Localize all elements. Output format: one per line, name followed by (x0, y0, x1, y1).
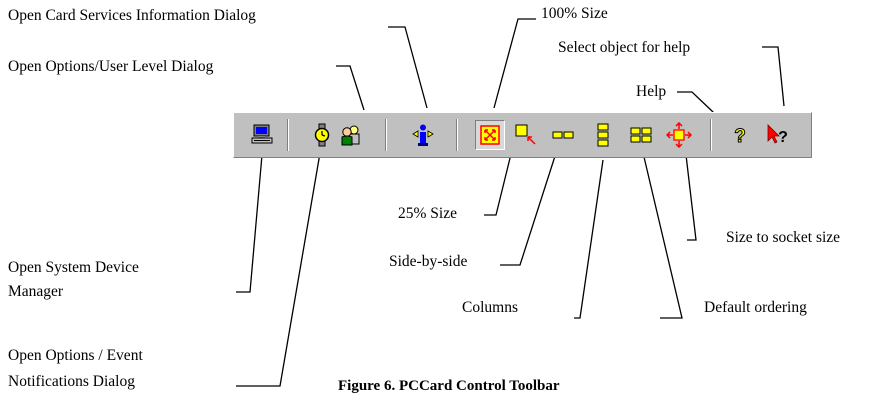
pccard-toolbar: ? ? (233, 112, 812, 158)
toolbar-separator (710, 119, 712, 151)
leader-columns (574, 159, 604, 319)
toolbar-separator (385, 119, 387, 151)
svg-text:?: ? (734, 126, 746, 147)
label-event-notifications-line1: Open Options / Event (8, 347, 143, 364)
leader-100-size (493, 18, 536, 109)
leader-card-services (388, 26, 428, 109)
label-event-notifications-line2: Notifications Dialog (8, 373, 135, 390)
size-100-icon (480, 125, 500, 145)
label-help: Help (636, 83, 667, 100)
leader-options-user-level (336, 65, 365, 111)
watch-icon (314, 123, 330, 147)
size-100-button[interactable] (475, 120, 505, 150)
users-icon (341, 125, 360, 146)
label-system-device-line1: Open System Device (8, 259, 139, 276)
label-select-object-help: Select object for help (558, 39, 691, 56)
toolbar-separator (456, 119, 458, 151)
leader-size-to-socket (685, 154, 697, 241)
size-25-icon (515, 124, 536, 145)
label-system-device-line2: Manager (8, 283, 64, 300)
leader-system-device (236, 154, 263, 293)
system-device-manager-button[interactable] (249, 122, 275, 148)
leader-default-ordering (643, 156, 683, 319)
size-25-button[interactable] (513, 122, 539, 148)
context-help-icon: ? (767, 124, 788, 146)
columns-icon (597, 123, 609, 147)
event-notifications-button[interactable] (309, 122, 335, 148)
default-ordering-button[interactable] (628, 122, 654, 148)
toolbar-separator (287, 119, 289, 151)
label-size-to-socket: Size to socket size (726, 229, 841, 246)
help-icon: ? (734, 126, 747, 148)
default-ordering-icon (630, 127, 652, 143)
size-to-socket-button[interactable] (665, 121, 693, 149)
label-columns: Columns (462, 299, 518, 316)
side-by-side-button[interactable] (550, 122, 576, 148)
label-options-user-level: Open Options/User Level Dialog (8, 58, 214, 75)
leader-event-notifications (236, 152, 321, 387)
leader-select-help (762, 46, 785, 107)
label-100-size: 100% Size (541, 5, 608, 22)
context-help-button[interactable]: ? (765, 122, 791, 148)
svg-text:?: ? (778, 129, 788, 146)
user-level-button[interactable] (338, 122, 364, 148)
card-services-info-button[interactable] (410, 122, 436, 148)
figure-caption: Figure 6. PCCard Control Toolbar (338, 378, 560, 394)
label-default-ordering: Default ordering (704, 299, 807, 316)
label-25-size: 25% Size (398, 205, 457, 222)
side-by-side-icon (552, 131, 574, 139)
columns-button[interactable] (590, 122, 616, 148)
computer-icon (251, 124, 273, 144)
label-side-by-side: Side-by-side (389, 253, 468, 270)
size-to-socket-icon (665, 121, 693, 149)
leader-side-by-side (500, 152, 557, 266)
help-button[interactable]: ? (727, 122, 753, 148)
label-card-services: Open Card Services Information Dialog (8, 7, 256, 24)
info-icon (412, 124, 434, 146)
leader-25-size (484, 149, 513, 216)
